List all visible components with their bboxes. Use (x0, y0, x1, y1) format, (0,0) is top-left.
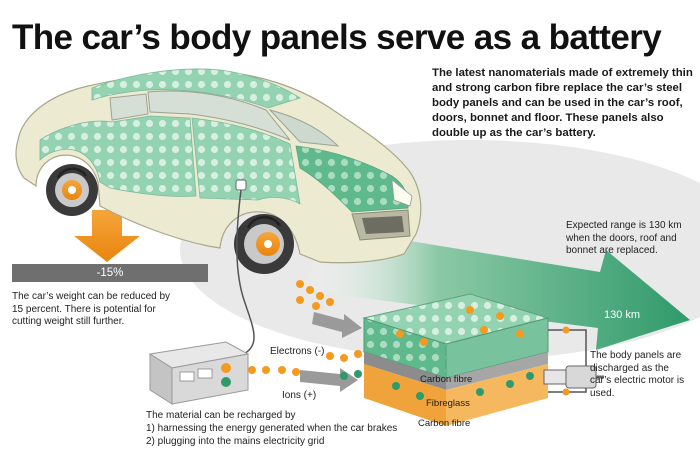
weight-reduction-text: The car’s weight can be reduced by 15 pe… (12, 291, 171, 327)
ions-label: Ions (+) (282, 390, 317, 401)
intro-text: The latest nanomaterials made of extreme… (432, 67, 693, 139)
page-title: The car’s body panels serve as a battery (12, 18, 662, 57)
weight-reduction-bar (12, 264, 208, 282)
electrons-label: Electrons (-) (270, 346, 325, 357)
discharge-text: The body panels are discharged as the ca… (590, 350, 685, 399)
range-arrow (300, 228, 690, 350)
recharge-intro: The material can be recharged by (146, 410, 296, 421)
charge-cable (236, 189, 255, 357)
particle-trail (248, 280, 362, 380)
layer-label-carbon-top: Carbon fibre (420, 374, 473, 385)
layer-label-fibreglass: Fibreglass (426, 398, 470, 409)
car-illustration (15, 68, 422, 274)
recharge-option-braking: 1) harnessing the energy generated when … (146, 423, 398, 434)
flow-arrow-upper (312, 312, 362, 338)
weight-arrow (74, 210, 140, 262)
battery-block (362, 293, 550, 426)
charger-unit (148, 341, 250, 405)
recharge-option-mains: 2) plugging into the mains electricity g… (146, 436, 325, 447)
motor-wire-top (548, 329, 587, 366)
flow-arrow-lower (300, 368, 358, 392)
electric-motor (543, 365, 604, 389)
range-text: Expected range is 130 km when the doors,… (566, 220, 682, 256)
range-value: 130 km (604, 309, 641, 321)
layer-label-carbon-bottom: Carbon fibre (418, 418, 471, 429)
weight-reduction-value: -15% (96, 267, 124, 279)
